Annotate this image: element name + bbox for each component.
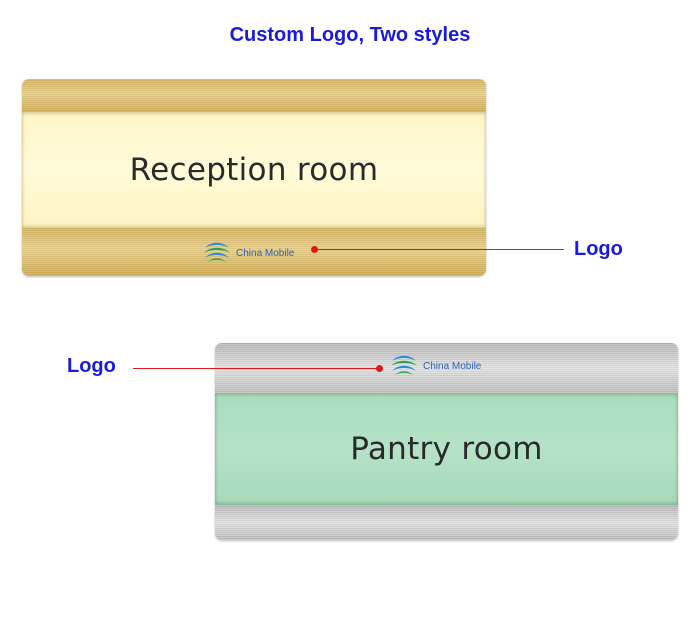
silver-insert-panel: Pantry room (215, 393, 678, 505)
logo-text: China Mobile (236, 247, 295, 259)
china-mobile-logo-icon (204, 242, 230, 262)
room-name-reception: Reception room (129, 152, 379, 188)
silver-bottom-band (215, 505, 678, 540)
gold-sign: Reception room China Mobile (22, 79, 486, 276)
callout-label-logo-left: Logo (67, 355, 116, 377)
callout-dot-gold (311, 246, 318, 253)
gold-bottom-band: China Mobile (22, 228, 486, 276)
room-name-pantry: Pantry room (350, 431, 543, 467)
callout-dot-silver (376, 365, 383, 372)
page-headline: Custom Logo, Two styles (229, 24, 471, 46)
callout-line-gold (318, 249, 564, 250)
gold-sign-logo: China Mobile (202, 241, 294, 265)
logo-text: China Mobile (423, 360, 482, 372)
silver-sign: China Mobile Pantry room (215, 343, 678, 540)
china-mobile-logo-icon (391, 355, 417, 375)
callout-line-silver (133, 368, 377, 369)
gold-top-band (22, 79, 486, 112)
callout-label-logo-right: Logo (574, 238, 623, 260)
silver-sign-logo: China Mobile (389, 354, 481, 378)
gold-insert-panel: Reception room (22, 112, 486, 228)
